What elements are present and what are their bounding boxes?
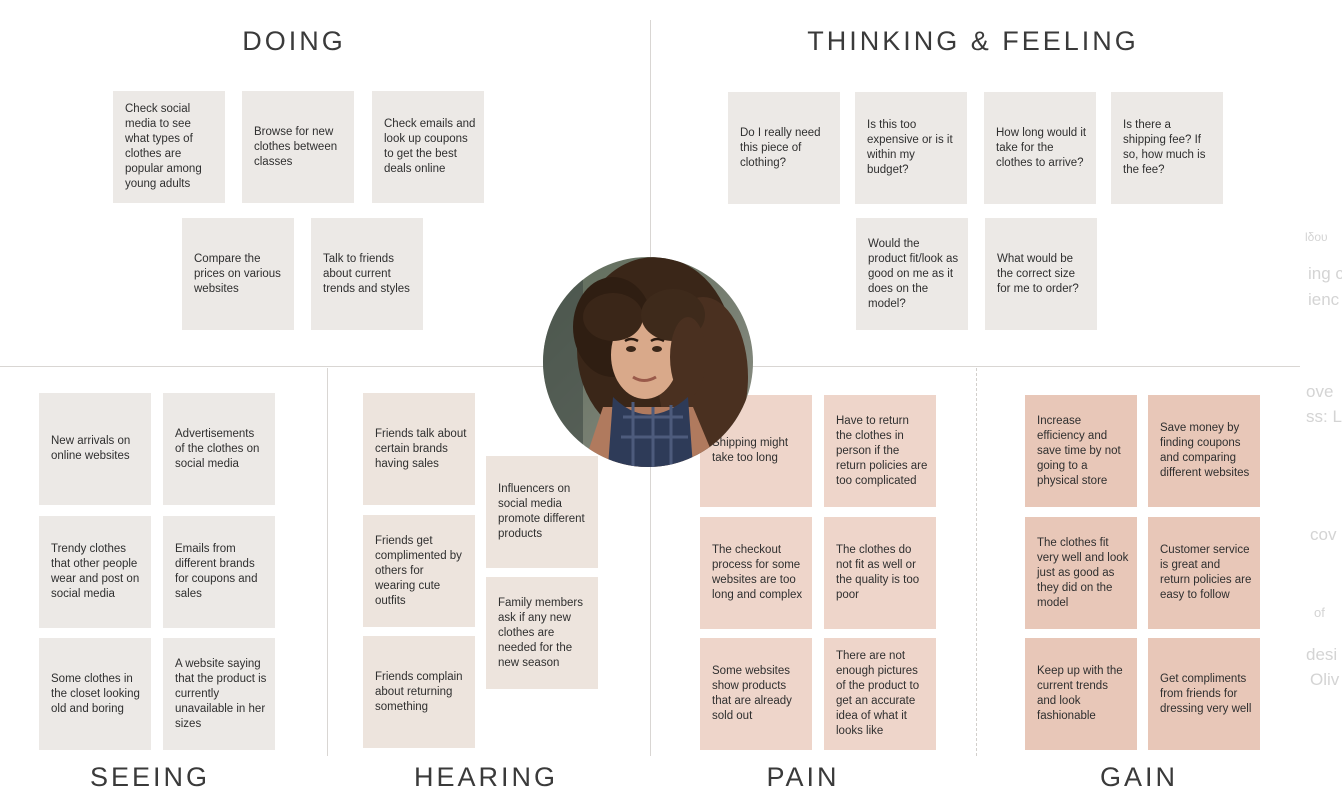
note-text: A website saying that the product is cur… bbox=[175, 657, 267, 730]
heading-gain: GAIN bbox=[1099, 762, 1179, 792]
sticky-note-seeing: Trendy clothes that other people wear an… bbox=[39, 516, 151, 628]
note-text: Is this too expensive or is it within my… bbox=[867, 119, 953, 176]
note-text: The clothes do not fit as well or the qu… bbox=[836, 544, 920, 601]
faded-edge-text: Oliv bbox=[1310, 670, 1340, 689]
sticky-note-thinking: Would the product fit/look as good on me… bbox=[856, 218, 968, 330]
faded-edge-text: ienc bbox=[1308, 290, 1340, 309]
note-text: Trendy clothes that other people wear an… bbox=[51, 543, 140, 600]
note-text: The clothes fit very well and look just … bbox=[1037, 536, 1129, 609]
note-text: Check social media to see what types of … bbox=[125, 103, 202, 190]
note-text: Customer service is great and return pol… bbox=[1160, 544, 1252, 601]
note-text: Is there a shipping fee? If so, how much… bbox=[1123, 119, 1206, 176]
note-text: Influencers on social media promote diff… bbox=[498, 483, 585, 540]
heading-seeing: SEEING bbox=[89, 762, 211, 792]
sticky-note-hearing: Friends complain about returning somethi… bbox=[363, 636, 475, 748]
faded-edge-text: ss: L bbox=[1306, 407, 1342, 426]
sticky-note-gain: The clothes fit very well and look just … bbox=[1025, 517, 1137, 629]
note-text: Talk to friends about current trends and… bbox=[323, 252, 410, 295]
sticky-note-thinking: How long would it take for the clothes t… bbox=[984, 92, 1096, 204]
note-text: Compare the prices on various websites bbox=[194, 252, 281, 295]
sticky-note-seeing: Advertisements of the clothes on social … bbox=[163, 393, 275, 505]
note-text: Advertisements of the clothes on social … bbox=[175, 427, 260, 470]
note-text: There are not enough pictures of the pro… bbox=[836, 650, 920, 737]
persona-illustration bbox=[543, 257, 753, 467]
sticky-note-hearing: Influencers on social media promote diff… bbox=[486, 456, 598, 568]
sticky-note-pain: The clothes do not fit as well or the qu… bbox=[824, 517, 936, 629]
heading-thinking-feeling: THINKING & FEELING bbox=[807, 26, 1139, 56]
sticky-note-gain: Save money by finding coupons and compar… bbox=[1148, 395, 1260, 507]
sticky-note-seeing: Some clothes in the closet looking old a… bbox=[39, 638, 151, 750]
sticky-note-seeing: Emails from different brands for coupons… bbox=[163, 516, 275, 628]
sticky-note-hearing: Friends get complimented by others for w… bbox=[363, 515, 475, 627]
heading-hearing: HEARING bbox=[413, 762, 559, 792]
note-text: Friends talk about certain brands having… bbox=[375, 427, 467, 470]
note-text: Browse for new clothes between classes bbox=[254, 125, 338, 168]
divider-horizontal-left bbox=[0, 366, 548, 367]
sticky-note-gain: Get compliments from friends for dressin… bbox=[1148, 638, 1260, 750]
note-text: Would the product fit/look as good on me… bbox=[868, 237, 959, 310]
sticky-note-doing: Talk to friends about current trends and… bbox=[311, 218, 423, 330]
note-text: Friends complain about returning somethi… bbox=[375, 670, 463, 713]
sticky-note-pain: The checkout process for some websites a… bbox=[700, 517, 812, 629]
divider-pain-gain bbox=[976, 368, 977, 756]
sticky-note-pain: Have to return the clothes in person if … bbox=[824, 395, 936, 507]
sticky-note-gain: Keep up with the current trends and look… bbox=[1025, 638, 1137, 750]
heading-doing: DOING bbox=[242, 26, 346, 56]
persona-photo-icon bbox=[543, 257, 753, 467]
faded-edge-text: desi bbox=[1306, 645, 1338, 664]
sticky-note-gain: Customer service is great and return pol… bbox=[1148, 517, 1260, 629]
faded-edge-text: ove bbox=[1306, 382, 1334, 401]
heading-pain: PAIN bbox=[766, 762, 840, 792]
sticky-note-doing: Check social media to see what types of … bbox=[113, 91, 225, 203]
faded-edge-text: of bbox=[1314, 605, 1325, 620]
sticky-note-doing: Browse for new clothes between classes bbox=[242, 91, 354, 203]
sticky-note-thinking: Is this too expensive or is it within my… bbox=[855, 92, 967, 204]
divider-horizontal-right bbox=[750, 366, 1300, 367]
sticky-note-thinking: Is there a shipping fee? If so, how much… bbox=[1111, 92, 1223, 204]
sticky-note-thinking: What would be the correct size for me to… bbox=[985, 218, 1097, 330]
sticky-note-seeing: A website saying that the product is cur… bbox=[163, 638, 275, 750]
divider-hearing-pain bbox=[650, 462, 651, 756]
faded-edge-text: cov bbox=[1310, 525, 1337, 544]
note-text: Some websites show products that are alr… bbox=[712, 665, 792, 722]
faded-edge-text: lδου bbox=[1305, 230, 1328, 244]
sticky-note-pain: There are not enough pictures of the pro… bbox=[824, 638, 936, 750]
note-text: New arrivals on online websites bbox=[51, 435, 131, 462]
note-text: Get compliments from friends for dressin… bbox=[1160, 672, 1252, 715]
note-text: Emails from different brands for coupons… bbox=[175, 543, 258, 600]
note-text: Family members ask if any new clothes ar… bbox=[498, 596, 583, 669]
sticky-note-hearing: Family members ask if any new clothes ar… bbox=[486, 577, 598, 689]
note-text: Save money by finding coupons and compar… bbox=[1160, 422, 1250, 479]
note-text: Friends get complimented by others for w… bbox=[375, 534, 462, 607]
sticky-note-thinking: Do I really need this piece of clothing? bbox=[728, 92, 840, 204]
divider-vertical-top bbox=[650, 20, 651, 265]
sticky-note-doing: Compare the prices on various websites bbox=[182, 218, 294, 330]
note-text: Have to return the clothes in person if … bbox=[836, 414, 928, 487]
sticky-note-pain: Some websites show products that are alr… bbox=[700, 638, 812, 750]
note-text: How long would it take for the clothes t… bbox=[996, 126, 1087, 169]
sticky-note-seeing: New arrivals on online websites bbox=[39, 393, 151, 505]
sticky-note-gain: Increase efficiency and save time by not… bbox=[1025, 395, 1137, 507]
note-text: Shipping might take too long bbox=[712, 437, 789, 464]
note-text: What would be the correct size for me to… bbox=[997, 252, 1079, 295]
sticky-note-doing: Check emails and look up coupons to get … bbox=[372, 91, 484, 203]
sticky-note-pain: Shipping might take too long bbox=[700, 395, 812, 507]
sticky-note-hearing: Friends talk about certain brands having… bbox=[363, 393, 475, 505]
note-text: Do I really need this piece of clothing? bbox=[740, 126, 821, 169]
note-text: Increase efficiency and save time by not… bbox=[1037, 414, 1121, 487]
faded-edge-text: ing c bbox=[1308, 264, 1342, 283]
note-text: Some clothes in the closet looking old a… bbox=[51, 672, 140, 715]
note-text: Keep up with the current trends and look… bbox=[1037, 665, 1123, 722]
note-text: The checkout process for some websites a… bbox=[712, 544, 803, 601]
divider-seeing-hearing bbox=[327, 368, 328, 756]
note-text: Check emails and look up coupons to get … bbox=[384, 118, 476, 175]
